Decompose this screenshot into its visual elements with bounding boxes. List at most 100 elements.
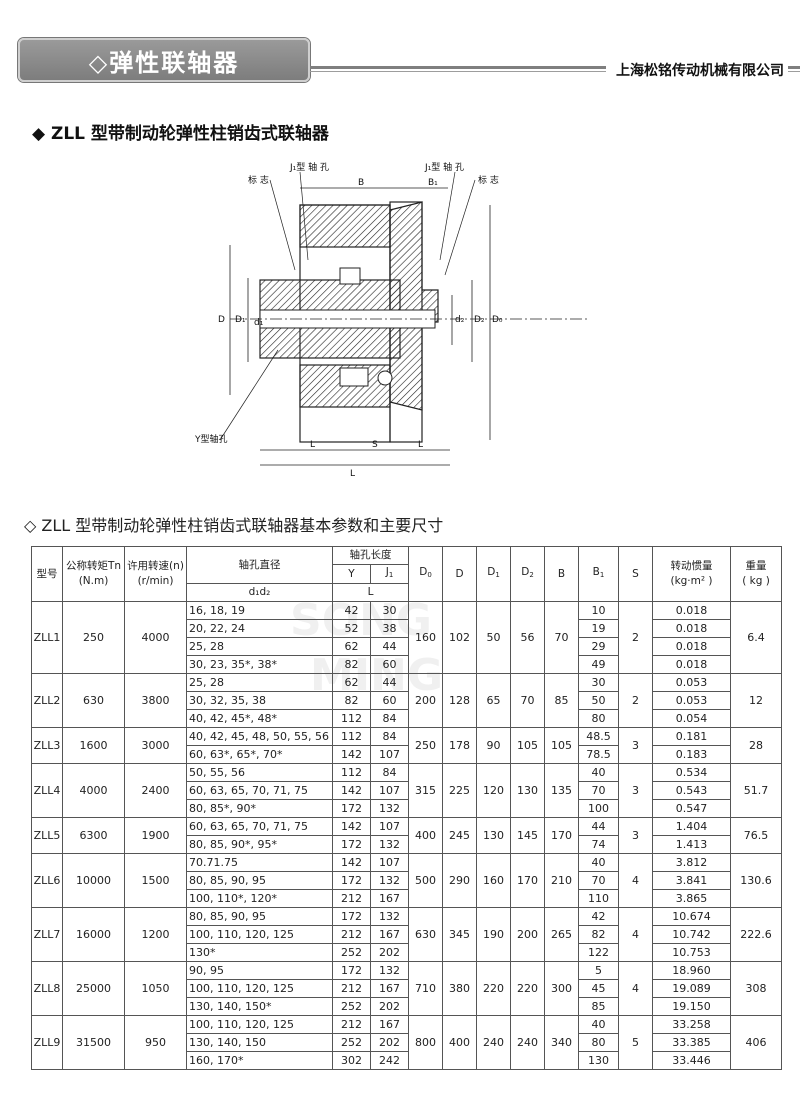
header-b: B [544,546,579,602]
cell-y: 82 [332,655,371,674]
cell-y: 172 [332,907,371,926]
dim-d1: d₁ [254,318,264,328]
cell-y: 142 [332,853,371,872]
cell-j1: 107 [370,817,409,836]
cell-d1: 130 [476,817,511,854]
cell-s: 4 [618,907,653,962]
cell-b1: 29 [578,637,619,656]
cell-j1: 132 [370,871,409,890]
cell-inertia: 1.404 [652,817,731,836]
cell-j1: 242 [370,1051,409,1070]
spec-table: 型号 公称转矩Tn(N.m) 许用转速(n)(r/min) 轴孔直径 轴孔长度 … [31,546,782,1070]
cell-d0: 315 [408,763,443,818]
cell-torque: 16000 [62,907,125,962]
cell-d2: 220 [510,961,545,1016]
cell-inertia: 0.018 [652,637,731,656]
cell-y: 212 [332,889,371,908]
cell-model: ZLL9 [31,1015,63,1070]
cell-j1: 84 [370,727,409,746]
cell-bore: 130* [186,943,333,962]
cell-speed: 1500 [124,853,187,908]
cell-inertia: 0.181 [652,727,731,746]
cell-d1: 220 [476,961,511,1016]
cell-bore: 80, 85, 90, 95 [186,907,333,926]
cell-b1: 49 [578,655,619,674]
cell-j1: 44 [370,673,409,692]
cell-s: 4 [618,961,653,1016]
cell-inertia: 0.054 [652,709,731,728]
cell-j1: 38 [370,619,409,638]
header-title: ◇弹性联轴器 [88,48,240,77]
cell-bore: 130, 140, 150* [186,997,333,1016]
pin-bottom [339,367,369,387]
pin-top [339,267,361,285]
cell-b1: 50 [578,691,619,710]
header-d: D [442,546,477,602]
cell-model: ZLL8 [31,961,63,1016]
cell-y: 112 [332,709,371,728]
label-j-left: J₁型 轴 孔 [289,161,329,173]
cell-b1: 122 [578,943,619,962]
cell-j1: 60 [370,691,409,710]
cell-d: 290 [442,853,477,908]
cell-bore: 60, 63*, 65*, 70* [186,745,333,764]
cell-b1: 70 [578,871,619,890]
cell-bore: 30, 32, 35, 38 [186,691,333,710]
cell-d: 245 [442,817,477,854]
cell-j1: 202 [370,943,409,962]
label-mark-right: 标 志 [478,174,499,186]
cell-d: 345 [442,907,477,962]
cell-s: 3 [618,727,653,764]
cell-bore: 70.71.75 [186,853,333,872]
cell-bore: 100, 110*, 120* [186,889,333,908]
cell-weight: 406 [730,1015,782,1070]
cell-inertia: 0.534 [652,763,731,782]
cell-j1: 84 [370,709,409,728]
cell-b: 105 [544,727,579,764]
cell-j1: 202 [370,1033,409,1052]
cell-y: 62 [332,673,371,692]
cell-d1: 90 [476,727,511,764]
header-j1: J1 [370,564,409,584]
cell-j1: 132 [370,961,409,980]
cell-b1: 5 [578,961,619,980]
label-mark-left: 标 志 [248,174,269,186]
cell-y: 52 [332,619,371,638]
cell-b1: 48.5 [578,727,619,746]
cell-inertia: 33.258 [652,1015,731,1034]
cell-d2: 70 [510,673,545,728]
dim-d2: d₂ [455,315,465,325]
cell-inertia: 0.547 [652,799,731,818]
cell-y: 82 [332,691,371,710]
cell-b1: 70 [578,781,619,800]
cell-b1: 10 [578,601,619,620]
cell-inertia: 19.089 [652,979,731,998]
dim-l-left: L [310,440,315,450]
cell-b1: 44 [578,817,619,836]
cell-d: 400 [442,1015,477,1070]
cell-speed: 1050 [124,961,187,1016]
dim-l-right: L [418,440,423,450]
cell-d0: 250 [408,727,443,764]
cell-s: 2 [618,673,653,728]
cell-b1: 78.5 [578,745,619,764]
cell-inertia: 3.841 [652,871,731,890]
header-y: Y [332,564,371,584]
cell-d2: 240 [510,1015,545,1070]
cell-s: 2 [618,601,653,674]
cell-d0: 160 [408,601,443,674]
cell-d1: 120 [476,763,511,818]
cell-j1: 107 [370,853,409,872]
cell-inertia: 0.018 [652,619,731,638]
header-d2: D2 [510,546,545,602]
cell-b1: 110 [578,889,619,908]
cell-s: 3 [618,817,653,854]
